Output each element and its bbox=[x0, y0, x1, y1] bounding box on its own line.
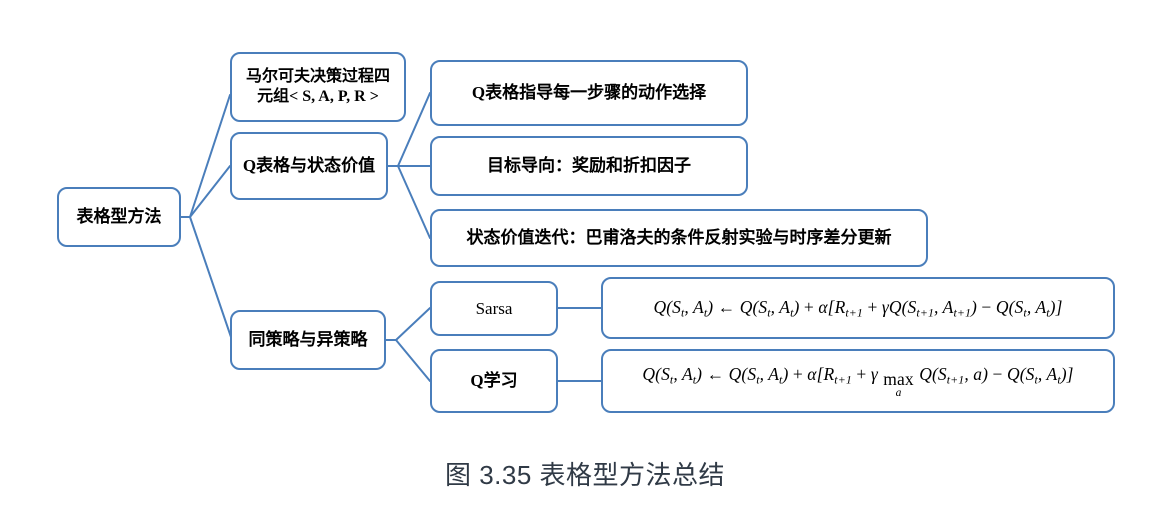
node-state-value-iteration-label: 状态价值迭代：巴甫洛夫的条件反射实验与时序差分更新 bbox=[466, 228, 892, 248]
node-q-learning[interactable]: Q学习 bbox=[430, 349, 558, 413]
node-mdp-tuple[interactable]: 马尔可夫决策过程四 元组< S, A, P, R > bbox=[230, 52, 406, 122]
edge-policy-to-qlearn bbox=[395, 339, 431, 382]
node-sarsa-label: Sarsa bbox=[475, 298, 513, 318]
edge-root-to-qtable bbox=[189, 165, 231, 218]
node-on-off-policy[interactable]: 同策略与异策略 bbox=[230, 310, 386, 370]
edge-policy-to-sarsa bbox=[395, 307, 431, 341]
node-sarsa-formula[interactable]: Q(St, At) ← Q(St, At) + α[Rt+1 + γQ(St+1… bbox=[601, 277, 1115, 339]
edge-qtable-to-iter bbox=[397, 165, 431, 239]
node-mdp-tuple-label: 马尔可夫决策过程四 元组< S, A, P, R > bbox=[245, 67, 390, 105]
sarsa-update-equation: Q(St, At) ← Q(St, At) + α[Rt+1 + γQ(St+1… bbox=[653, 296, 1063, 320]
node-root[interactable]: 表格型方法 bbox=[57, 187, 181, 247]
node-goal-oriented-reward-discount[interactable]: 目标导向：奖励和折扣因子 bbox=[430, 136, 748, 196]
node-qtable-action-guidance[interactable]: Q表格指导每一步骤的动作选择 bbox=[430, 60, 748, 126]
node-qtable-action-guidance-label: Q表格指导每一步骤的动作选择 bbox=[471, 83, 707, 103]
node-on-off-policy-label: 同策略与异策略 bbox=[248, 330, 368, 350]
node-sarsa[interactable]: Sarsa bbox=[430, 281, 558, 336]
node-qtable-state-value[interactable]: Q表格与状态价值 bbox=[230, 132, 388, 200]
node-qtable-state-value-label: Q表格与状态价值 bbox=[242, 156, 376, 176]
node-goal-oriented-reward-discount-label: 目标导向：奖励和折扣因子 bbox=[487, 156, 691, 176]
figure-caption: 图 3.35 表格型方法总结 bbox=[444, 460, 726, 490]
node-state-value-iteration[interactable]: 状态价值迭代：巴甫洛夫的条件反射实验与时序差分更新 bbox=[430, 209, 928, 267]
edge-root-to-policy bbox=[189, 216, 233, 341]
node-root-label: 表格型方法 bbox=[76, 207, 162, 227]
edge-root-to-mdp bbox=[189, 94, 231, 218]
node-q-learning-label: Q学习 bbox=[470, 371, 518, 391]
